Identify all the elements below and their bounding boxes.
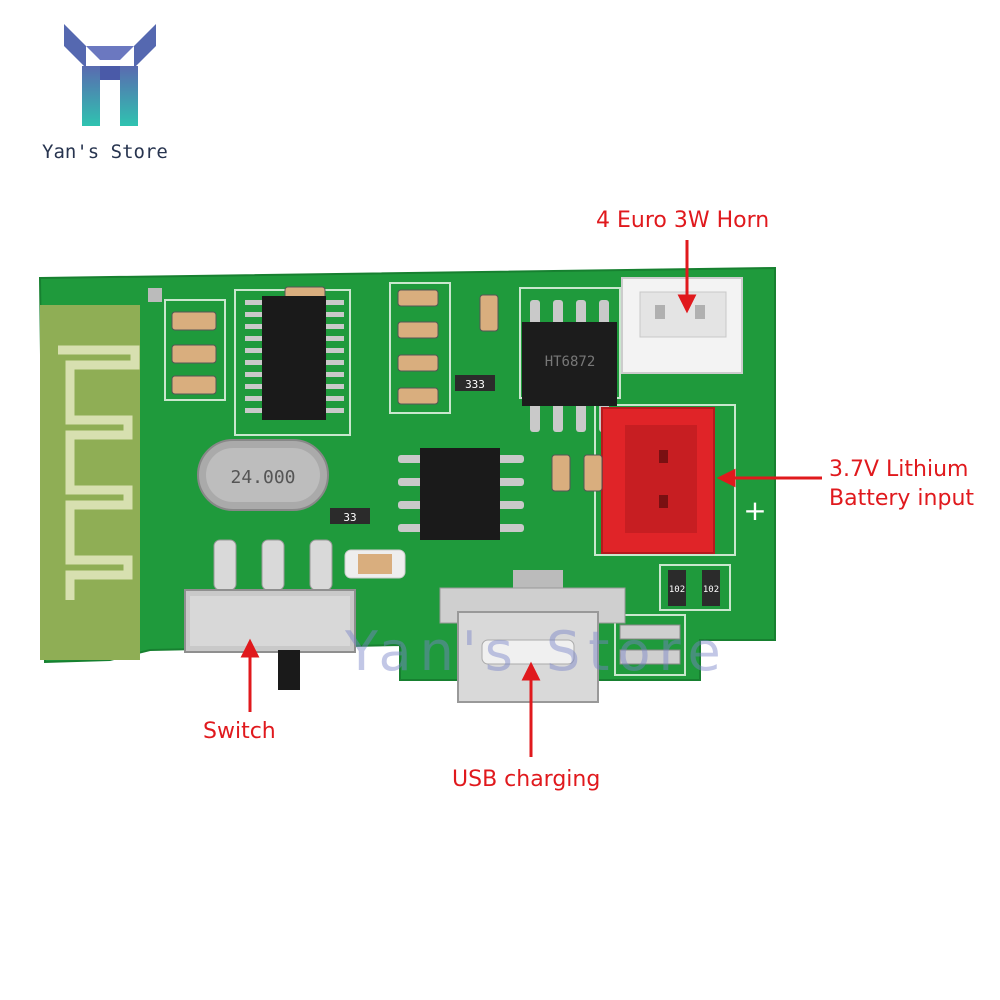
bluetooth-ic xyxy=(245,296,344,420)
y-monogram-logo xyxy=(64,24,156,126)
antenna-zone xyxy=(40,305,140,660)
led-1 xyxy=(619,624,681,640)
plus-marking: + xyxy=(743,494,766,527)
amp-chip-label: HT6872 xyxy=(545,354,596,370)
crystal-label: 24.000 xyxy=(230,467,295,488)
callout-battery: 3.7V Lithium Battery input xyxy=(829,455,974,513)
resistor-label-1: 333 xyxy=(465,378,485,391)
power-ic xyxy=(398,448,524,540)
crystal-oscillator: 24.000 xyxy=(197,439,329,511)
brand-name: Yan's Store xyxy=(42,141,168,163)
store-watermark: Yan's Store xyxy=(345,620,729,683)
battery-connector: + xyxy=(601,407,767,554)
led-2 xyxy=(619,649,681,665)
callout-battery-line2: Battery input xyxy=(829,486,975,511)
speaker-connector xyxy=(621,277,743,374)
amplifier-ic: HT6872 xyxy=(522,300,617,432)
callout-battery-line1: 3.7V Lithium xyxy=(829,457,969,482)
callout-switch: Switch xyxy=(203,719,276,744)
antenna-trace xyxy=(58,345,140,600)
resistor-label-4: 102 xyxy=(703,585,719,595)
slide-switch xyxy=(184,539,356,690)
resistor-label-2: 33 xyxy=(343,511,356,524)
micro-usb-port xyxy=(439,570,626,703)
resistor-label-3: 102 xyxy=(669,585,685,595)
smd-resistors-left xyxy=(148,286,499,405)
callout-horn: 4 Euro 3W Horn xyxy=(596,208,770,233)
callout-usb: USB charging xyxy=(452,767,601,792)
